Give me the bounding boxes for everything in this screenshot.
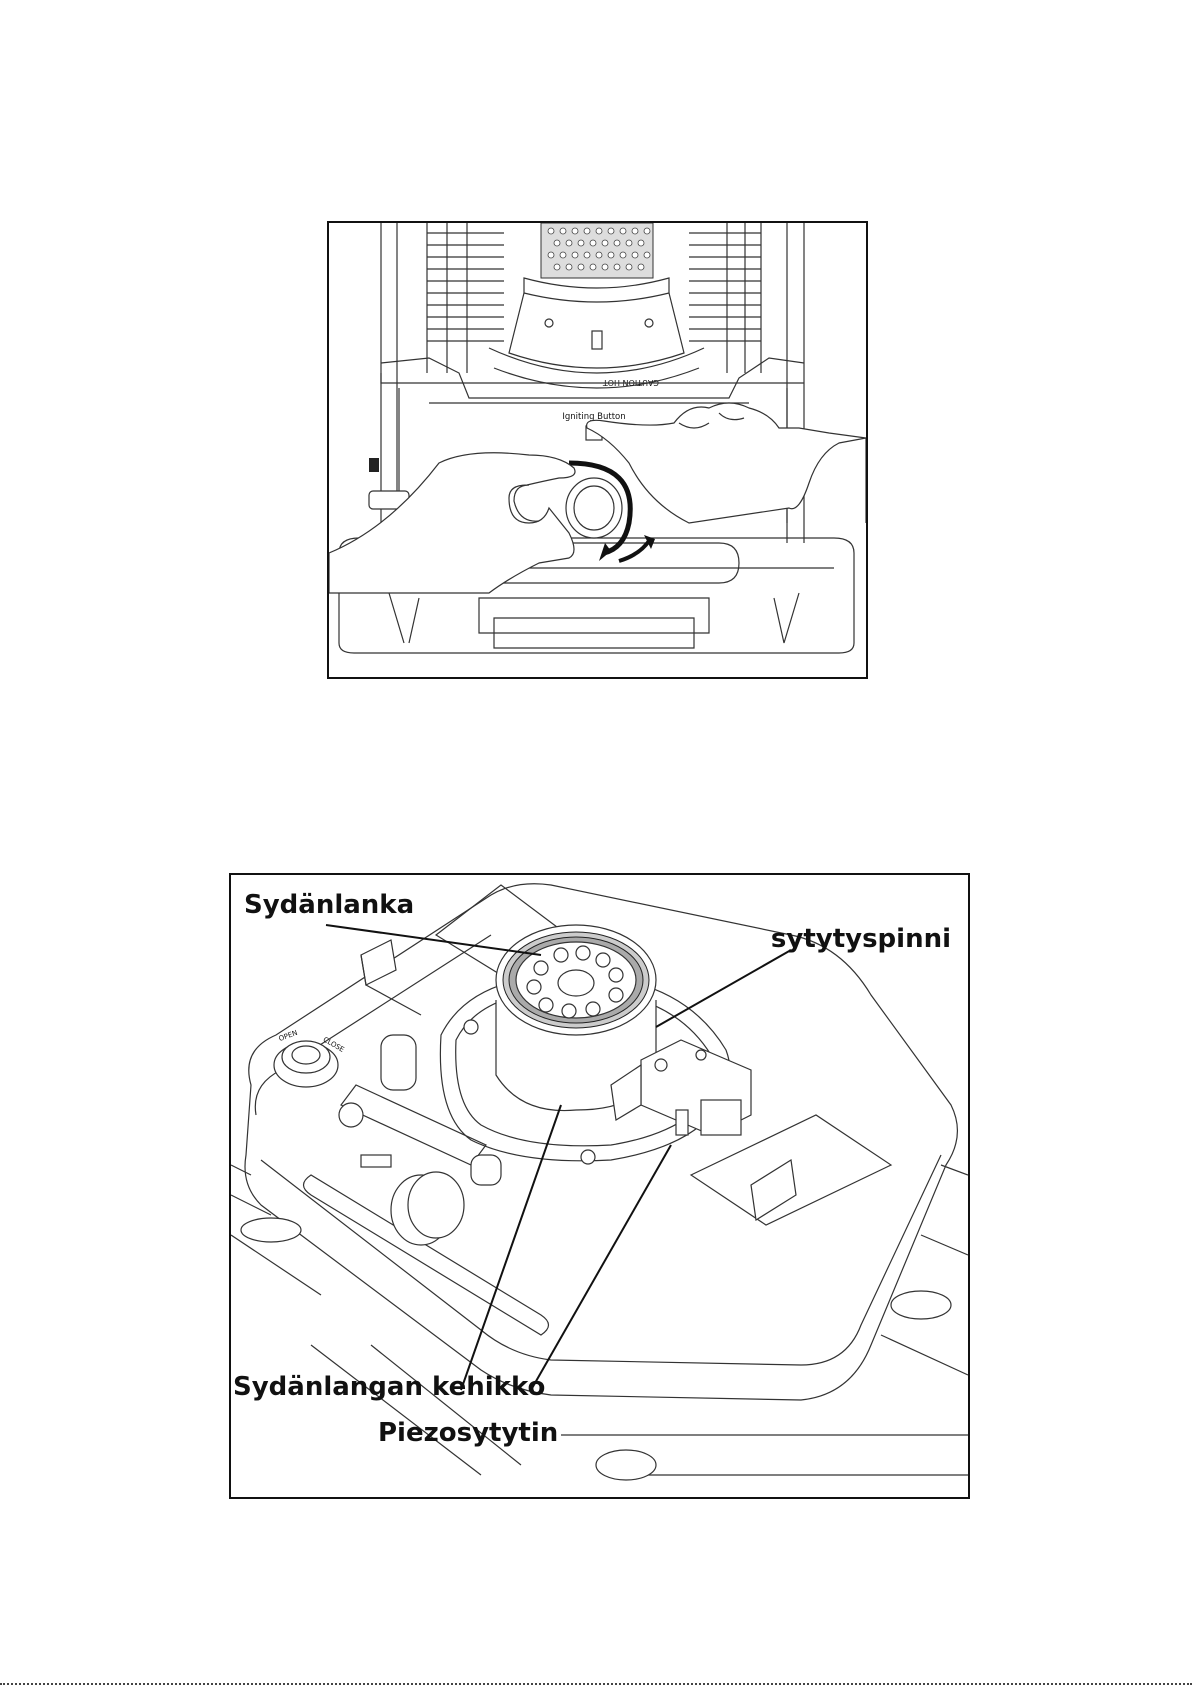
wick-adjuster-knob[interactable] — [566, 478, 622, 538]
heater-internals-illustration: OPEN CLOSE — [231, 875, 968, 1497]
combustion-cylinder — [489, 223, 704, 388]
label-ignition-pin: sytytyspinni — [771, 924, 951, 954]
side-lever — [369, 458, 379, 472]
safety-mechanism — [339, 1035, 486, 1167]
wick-adjuster-knob[interactable] — [391, 1155, 501, 1245]
label-wick-frame: Sydänlangan kehikko — [233, 1372, 545, 1402]
figure-heater-internals: OPEN CLOSE — [229, 873, 970, 1499]
label-wick: Sydänlanka — [244, 890, 414, 920]
left-hand — [329, 453, 575, 593]
fuel-cap: OPEN CLOSE — [274, 1029, 346, 1087]
cap-open-text: OPEN — [278, 1029, 299, 1043]
heater-front-illustration: CAUTION HOT Igniting Button — [329, 223, 866, 677]
label-piezo-igniter: Piezosytytin — [378, 1418, 558, 1448]
figure-igniting-heater: CAUTION HOT Igniting Button — [327, 221, 868, 679]
